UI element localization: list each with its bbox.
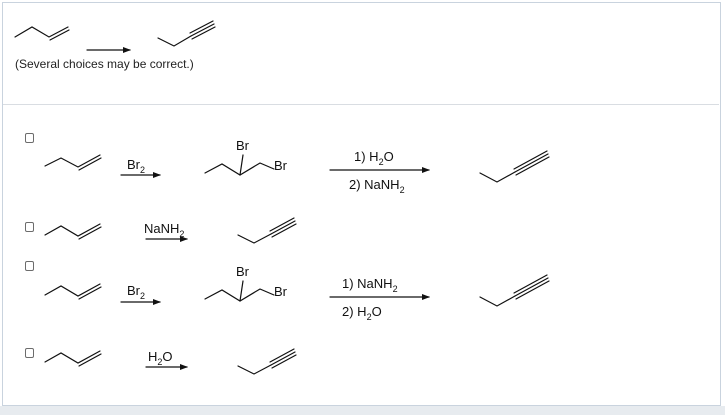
- choice-2-reagent: NaNH2: [144, 221, 184, 239]
- choice-2-alkene: [44, 223, 102, 240]
- choice-4-reagent: H2O: [148, 349, 173, 367]
- choice-3-br-top: Br: [236, 264, 250, 279]
- choice-1-alkene: [44, 154, 102, 171]
- choice-3-checkbox[interactable]: [25, 261, 34, 271]
- choice-4-alkyne: [237, 348, 297, 375]
- header-alkene-structure: [14, 26, 70, 41]
- choice-1-reagent: Br2: [127, 157, 145, 175]
- choice-1-checkbox[interactable]: [25, 133, 34, 143]
- choice-2-alkyne: [237, 217, 297, 244]
- choice-1-br-top: Br: [236, 138, 250, 153]
- divider: [3, 104, 719, 105]
- choice-3-reagent: Br2: [127, 283, 145, 301]
- choice-3-step-2: 2) H2O: [342, 304, 382, 322]
- choice-1-br-right: Br: [274, 158, 288, 173]
- choice-3-dibromide: [204, 280, 275, 302]
- question-panel: [2, 2, 721, 406]
- choice-3-alkyne: [479, 274, 550, 307]
- choice-4-checkbox[interactable]: [25, 348, 34, 358]
- choice-1-step-1: 1) H2O: [354, 149, 394, 167]
- choice-1-alkyne: [479, 150, 550, 183]
- header-alkyne-structure: [157, 20, 216, 47]
- choice-2-checkbox[interactable]: [25, 222, 34, 232]
- bottom-bar: [0, 406, 725, 415]
- choice-1-dibromide: [204, 154, 275, 176]
- choice-3-alkene: [44, 283, 102, 300]
- choice-3-br-right: Br: [274, 284, 288, 299]
- choice-3-step-1: 1) NaNH2: [342, 276, 398, 294]
- choice-1-step-2: 2) NaNH2: [349, 177, 405, 195]
- instruction-text: (Several choices may be correct.): [15, 57, 194, 71]
- choice-4-alkene: [44, 350, 102, 367]
